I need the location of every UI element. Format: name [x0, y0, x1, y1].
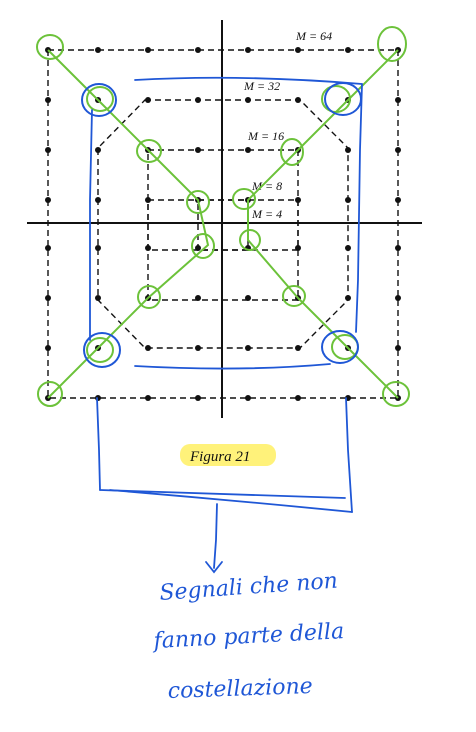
constellation-point — [245, 395, 251, 401]
constellation-point — [45, 147, 51, 153]
constellation-point — [195, 245, 201, 251]
constellation-point — [145, 47, 151, 53]
constellation-point — [95, 395, 101, 401]
constellation-point — [45, 245, 51, 251]
constellation-point — [395, 197, 401, 203]
green-circles — [36, 26, 410, 407]
label-m4: M = 4 — [251, 207, 282, 221]
constellation-point — [95, 147, 101, 153]
constellation-point — [245, 345, 251, 351]
constellation-point — [145, 97, 151, 103]
handwritten-note-line-1: Segnali che non — [159, 569, 339, 606]
constellation-point — [45, 97, 51, 103]
label-m64: M = 64 — [295, 29, 332, 43]
blue-bracket-lines — [89, 76, 363, 574]
constellation-point — [395, 295, 401, 301]
constellation-point — [95, 245, 101, 251]
constellation-point — [195, 295, 201, 301]
constellation-point — [95, 47, 101, 53]
constellation-point — [45, 345, 51, 351]
constellation-point — [345, 147, 351, 153]
constellation-point — [395, 97, 401, 103]
constellation-point — [345, 295, 351, 301]
constellation-point — [45, 197, 51, 203]
constellation-point — [295, 345, 301, 351]
constellation-point — [245, 47, 251, 53]
constellation-point — [195, 147, 201, 153]
constellation-point — [345, 245, 351, 251]
constellation-point — [395, 147, 401, 153]
constellation-point — [145, 197, 151, 203]
boundary-m64 — [47, 49, 399, 399]
constellation-point — [195, 345, 201, 351]
constellation-point — [145, 395, 151, 401]
constellation-point — [195, 97, 201, 103]
constellation-point — [195, 395, 201, 401]
constellation-point — [295, 97, 301, 103]
constellation-point — [345, 197, 351, 203]
constellation-point — [95, 197, 101, 203]
constellation-point — [145, 345, 151, 351]
constellation-point — [295, 197, 301, 203]
figure-caption: Figura 21 — [189, 449, 250, 465]
handwritten-note-line-3: costellazione — [167, 674, 313, 704]
constellation-point — [295, 47, 301, 53]
label-m32: M = 32 — [243, 79, 280, 93]
constellation-point — [345, 47, 351, 53]
constellation-point — [245, 295, 251, 301]
constellation-point — [45, 295, 51, 301]
constellation-point — [245, 147, 251, 153]
caption-highlight — [180, 444, 276, 466]
constellation-point — [295, 395, 301, 401]
constellation-point — [295, 245, 301, 251]
constellation-point — [195, 47, 201, 53]
constellation-point — [95, 295, 101, 301]
label-m16: M = 16 — [247, 129, 284, 143]
handwritten-note-line-2: fanno parte della — [151, 619, 345, 654]
constellation-point — [245, 97, 251, 103]
constellation-point — [395, 345, 401, 351]
constellation-point — [145, 245, 151, 251]
constellation-point — [395, 245, 401, 251]
